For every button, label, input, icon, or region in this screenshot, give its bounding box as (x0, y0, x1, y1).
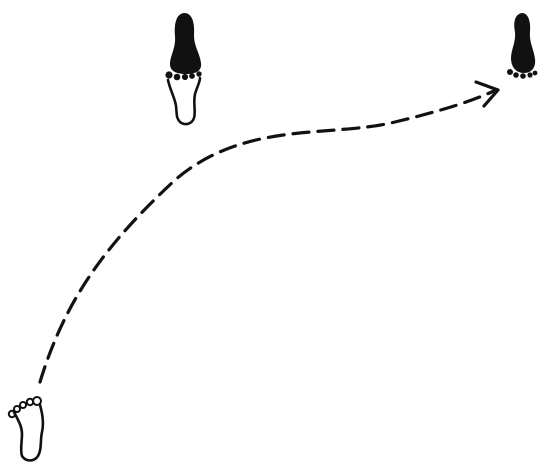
start-foot-outline-icon (14, 405, 43, 461)
end-shoe-sole-icon (511, 13, 535, 73)
dashed-path-line (40, 90, 496, 382)
end-footprint-icon (507, 13, 537, 79)
start-footprint-icon (9, 397, 43, 461)
bare-foot-outline-icon (168, 78, 200, 124)
middle-footprint-icon (165, 13, 201, 124)
movement-path (40, 82, 498, 382)
shoe-sole-icon (170, 13, 201, 74)
start-toes-icon (9, 397, 41, 417)
